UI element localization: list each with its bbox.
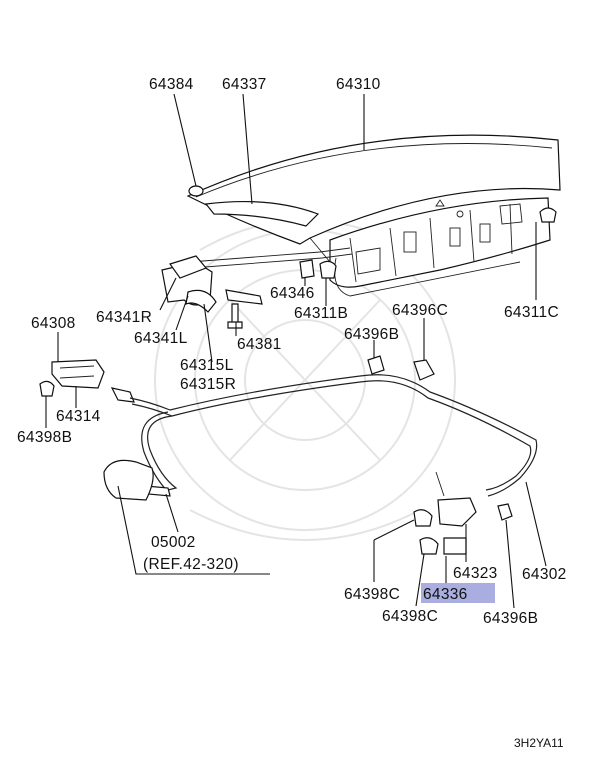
clip-64346 <box>299 259 315 279</box>
label-64341R[interactable]: 64341R <box>96 309 152 326</box>
label-64315L[interactable]: 64315L <box>180 357 234 374</box>
label-ref-42-320[interactable]: (REF.42-320) <box>143 556 239 573</box>
clip-64311B <box>319 260 337 279</box>
clip-64396C <box>413 359 435 381</box>
label-64311B[interactable]: 64311B <box>294 305 348 322</box>
part-labels: 64384 64337 64310 64308 64341R 64341L 64… <box>17 76 567 750</box>
label-64302[interactable]: 64302 <box>522 566 567 583</box>
highlight-box <box>421 583 495 603</box>
label-64315R[interactable]: 64315R <box>180 376 236 393</box>
leader-lines <box>45 93 547 609</box>
hinge-assembly <box>161 255 263 329</box>
label-64346[interactable]: 64346 <box>270 285 315 302</box>
label-64311C[interactable]: 64311C <box>504 304 559 321</box>
label-64336[interactable]: 64336 <box>423 586 468 603</box>
trunk-latch <box>413 471 513 555</box>
label-64396B-top[interactable]: 64396B <box>344 326 399 343</box>
label-64308[interactable]: 64308 <box>31 315 76 332</box>
label-64398C-left[interactable]: 64398C <box>344 586 400 603</box>
label-64396B-bottom[interactable]: 64396B <box>483 610 538 627</box>
clip-64396B <box>367 355 385 375</box>
release-cable <box>129 374 538 497</box>
fuel-door <box>103 459 154 501</box>
label-64398B[interactable]: 64398B <box>17 429 72 446</box>
label-64314[interactable]: 64314 <box>56 408 101 425</box>
release-lever <box>39 359 135 403</box>
label-64398C-bottom[interactable]: 64398C <box>382 608 438 625</box>
diagram-code: 3H2YA11 <box>514 736 564 750</box>
label-05002[interactable]: 05002 <box>151 534 196 551</box>
label-64381[interactable]: 64381 <box>237 336 282 353</box>
label-64384[interactable]: 64384 <box>149 76 194 93</box>
label-64323[interactable]: 64323 <box>453 565 498 582</box>
label-64310[interactable]: 64310 <box>336 76 381 93</box>
label-64337[interactable]: 64337 <box>222 76 267 93</box>
trunk-lid <box>186 134 561 288</box>
label-64341L[interactable]: 64341L <box>134 330 188 347</box>
label-64396C-top[interactable]: 64396C <box>392 302 448 319</box>
